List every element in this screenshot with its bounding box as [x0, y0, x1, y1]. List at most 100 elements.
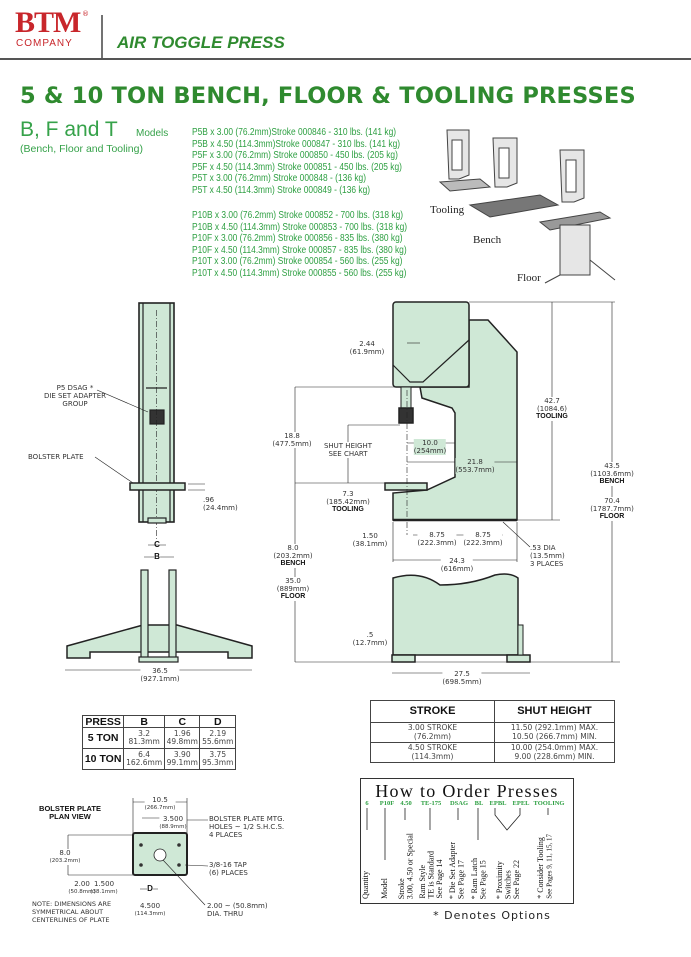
model-line: P10B x 4.50 (114.3mm) Stroke 000853 - 70…	[192, 221, 408, 233]
dim-value: 42.7	[544, 397, 560, 405]
dim-metric: (1103.6mm)	[590, 470, 634, 478]
cell-metric: 55.6mm	[202, 737, 234, 746]
dim-218: 21.8(553.7mm)	[455, 458, 495, 474]
table-row: 4.50 STROKE(114.3mm) 10.00 (254.0mm) MAX…	[370, 742, 615, 763]
dim-metric: (88.9mm)	[159, 824, 187, 830]
dim-value: 8.0	[287, 544, 299, 552]
stroke-cell: 3.00 STROKE(76.2mm)	[370, 722, 495, 743]
models-heading: B, F and T	[20, 118, 118, 141]
dim-metric: (13.5mm)	[530, 552, 565, 560]
dim-value: 10.0	[422, 439, 438, 447]
dim-value: 8.75	[429, 531, 445, 539]
model-line: P5F x 4.50 (114.3mm) Stroke 000851 - 450…	[192, 161, 402, 173]
dim-metric: (203.2mm)	[273, 552, 313, 560]
cell-value: 3.75	[209, 750, 227, 759]
title-line: BOLSTER PLATE	[39, 804, 101, 813]
dim-value: 18.8	[284, 432, 300, 440]
dim-value: 35.0	[285, 577, 301, 585]
press-cell: 10 TON	[81, 748, 125, 770]
ten-ton-model-list: P10B x 3.00 (76.2mm) Stroke 000852 - 700…	[192, 210, 407, 280]
table-header-row: PRESS B C D	[81, 715, 236, 728]
col-header: STROKE	[370, 700, 495, 723]
dim-80-bench: 8.0(203.2mm)BENCH	[273, 544, 313, 568]
cell-line: 11.50 (292.1mm) MAX.	[510, 723, 599, 732]
dim-value: 21.8	[467, 458, 483, 466]
order-code: DSAG	[449, 800, 469, 807]
dim-value: 27.5	[454, 670, 470, 678]
title-line: PLAN VIEW	[49, 812, 91, 821]
header-title: AIR TOGGLE PRESS	[117, 33, 285, 52]
note-line: HOLES ~ 1/2 S.H.C.S.	[209, 823, 285, 831]
cell-line: 10.50 (266.7mm) MIN.	[512, 731, 597, 741]
dim-config: FLOOR	[599, 513, 625, 520]
note-line: SYMMETRICAL ABOUT	[32, 908, 104, 916]
shut-height-cell: 11.50 (292.1mm) MAX.10.50 (266.7mm) MIN.	[494, 722, 615, 743]
label-line: 3.00, 4.50 or Special	[405, 832, 415, 899]
order-code: 4.50	[400, 800, 412, 807]
press-illustration	[438, 129, 616, 284]
illustration-label-bench: Bench	[473, 234, 502, 246]
order-code: TE-175	[420, 800, 442, 807]
label-line: Model	[380, 878, 389, 899]
dim-config: FLOOR	[280, 593, 306, 600]
dim-metric: (1084.6)	[537, 405, 567, 413]
dim-4500: 4.500(114.3mm)	[134, 902, 166, 918]
dim-1500: 1.500(38.1mm)	[90, 880, 117, 896]
dim-value: 4.500	[139, 902, 161, 910]
cell-line: 3.00 STROKE	[407, 723, 458, 732]
cell-metric: 162.6mm	[126, 758, 163, 767]
dim-metric: (1787.7mm)	[590, 505, 634, 513]
label-line: See Page 17	[456, 859, 466, 899]
dim-150: 1.50(38.1mm)	[353, 532, 388, 548]
order-code: 6	[365, 800, 369, 807]
dim-metric: (254mm)	[413, 447, 447, 455]
note-line: 4 PLACES	[209, 831, 243, 839]
cell-metric: 99.1mm	[166, 758, 198, 767]
cell-line: 10.00 (254.0mm) MAX.	[510, 743, 599, 752]
callout-line: GROUP	[62, 400, 88, 408]
illustration-label-tooling: Tooling	[430, 204, 465, 216]
model-line: P5T x 4.50 (114.3mm) Stroke 000849 - (13…	[192, 184, 371, 196]
dim-value: 8.0	[59, 849, 71, 857]
logo-company: COMPANY	[16, 38, 73, 49]
cell-value: 3.2	[138, 729, 151, 738]
front-view-drawing	[65, 302, 253, 671]
dim-value: 1.500	[93, 880, 115, 888]
dim-metric: (38.1mm)	[352, 540, 388, 548]
dim-metric: (222.3mm)	[417, 539, 457, 547]
order-leader-lines	[366, 808, 549, 860]
note-line: NOTE: DIMENSIONS ARE	[32, 900, 112, 908]
cell-value: 3.90	[173, 750, 191, 759]
col-header: B	[123, 715, 165, 728]
dim-80-plate: 8.0(203.2mm)	[49, 849, 81, 865]
thru-hole-note: 2.00 ~ (50.8mm)DIA. THRU	[207, 902, 268, 918]
dim-value: .53 DIA	[530, 544, 556, 552]
label-line: See Pages 9, 11, 15, 17	[545, 834, 554, 899]
note-line: (6) PLACES	[209, 869, 248, 877]
dim-note: 3 PLACES	[530, 560, 564, 568]
order-code: P10F	[379, 800, 395, 807]
model-line: P5T x 3.00 (76.2mm) Stroke 000848 - (136…	[192, 173, 366, 185]
dim-metric: (553.7mm)	[455, 466, 495, 474]
registered-mark: ®	[82, 10, 89, 18]
model-line: P5B x 3.00 (76.2mm)Stroke 000846 - 310 l…	[192, 127, 397, 138]
dim-metric: (616mm)	[440, 565, 474, 573]
dim-243: 24.3(616mm)	[440, 557, 474, 573]
dim-config: TOOLING	[536, 413, 568, 420]
dim-53-dia: .53 DIA(13.5mm)3 PLACES	[530, 544, 565, 568]
dim-metric: (203.2mm)	[49, 858, 81, 864]
dim-value: 7.3	[342, 490, 354, 498]
cell-line: 4.50 STROKE	[407, 743, 458, 752]
dim-value: 1.50	[362, 532, 378, 540]
